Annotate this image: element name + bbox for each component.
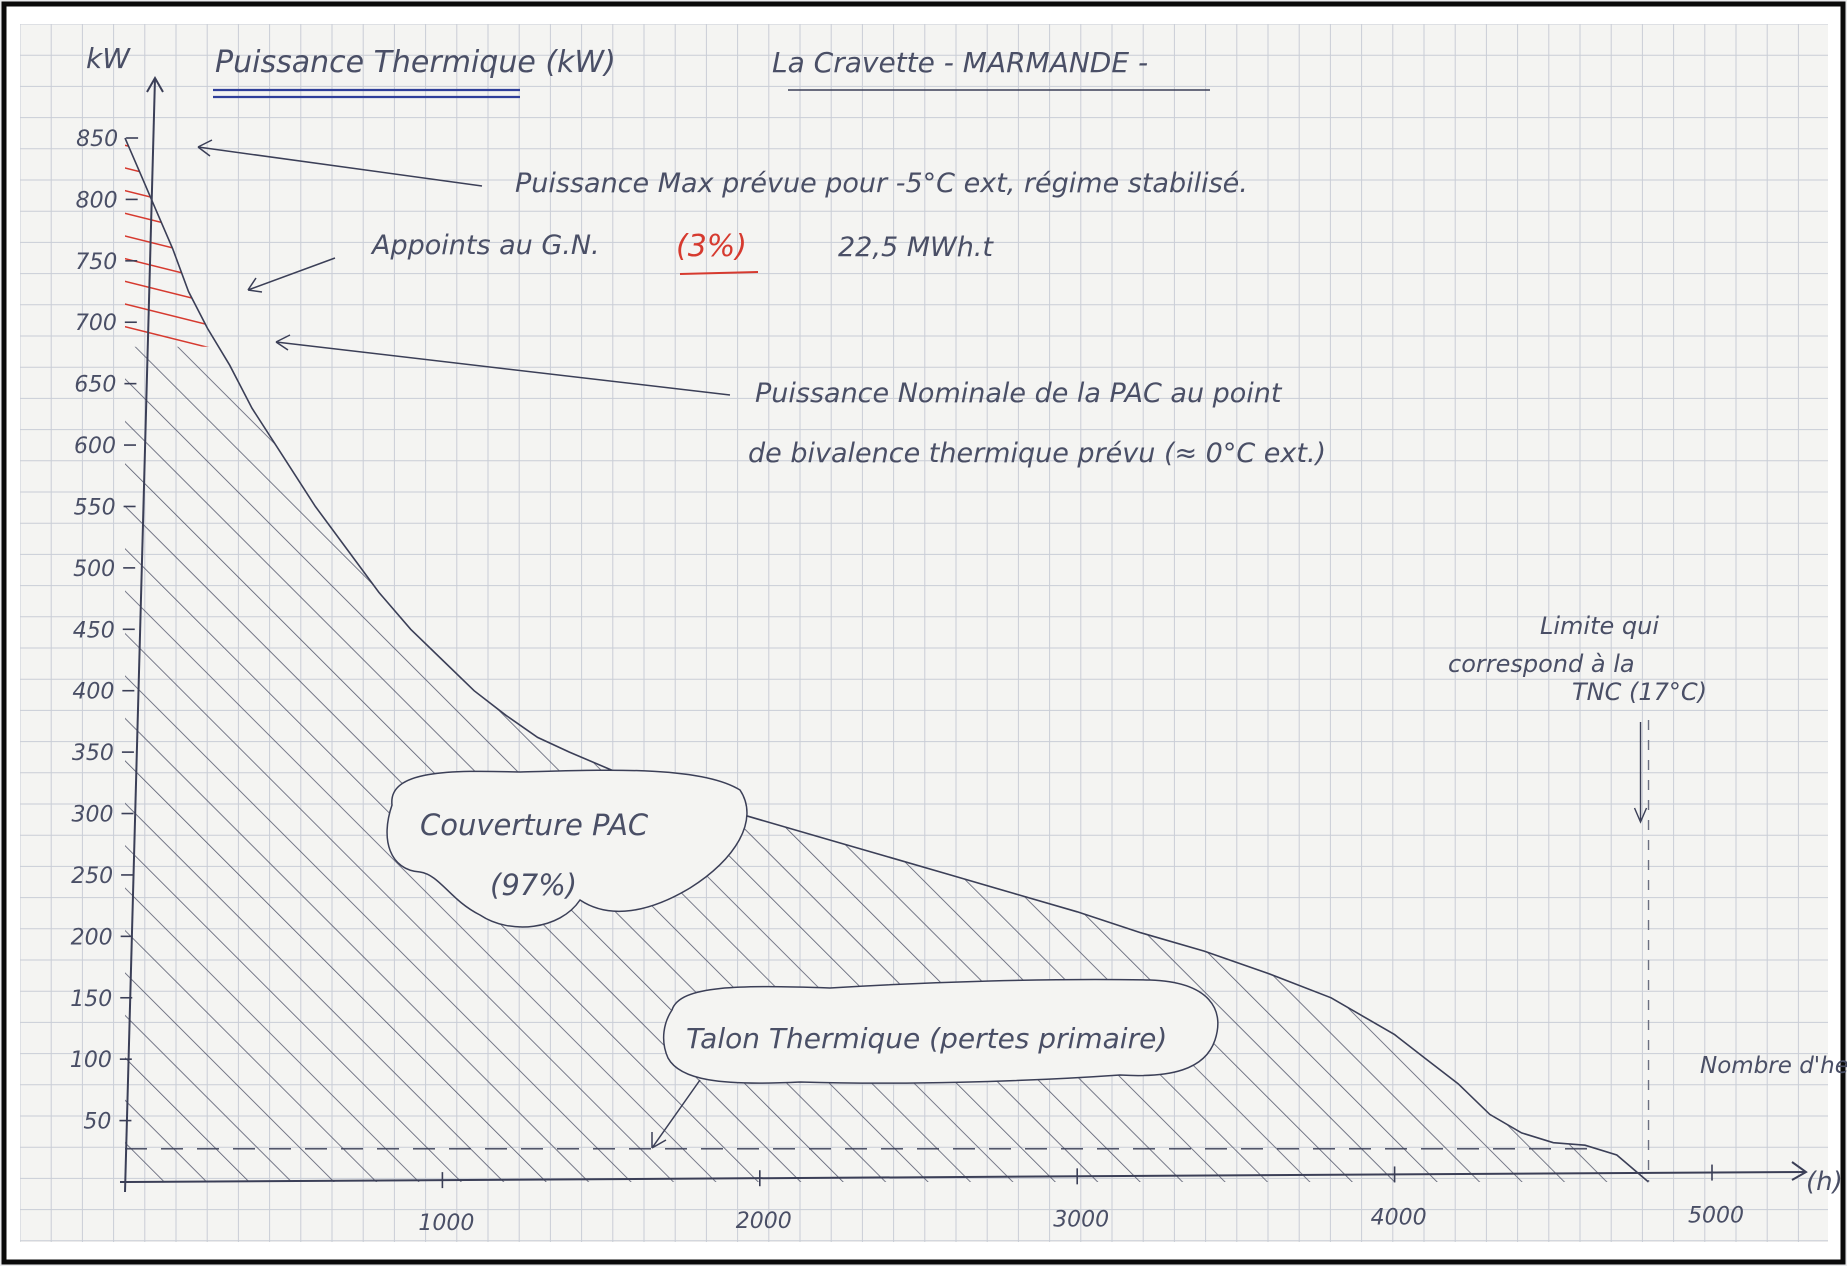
appoints-energy: 22,5 MWh.t (838, 232, 994, 263)
x-tick-label: 2000 (736, 1209, 792, 1234)
appoints-percent-underline (679, 271, 759, 275)
y-tick-label: 750 (75, 250, 117, 275)
x-tick-group: 1000 2000 3000 4000 5000 (418, 1164, 1744, 1236)
y-tick-group: 50 100 150 200 250 300 350 400 450 500 550 600 650 70… (70, 127, 139, 1135)
max-power-annotation: Puissance Max prévue pour -5°C ext, régi… (515, 168, 1248, 199)
y-tick-label: 300 (72, 803, 114, 828)
x-axis-arrow (1791, 1161, 1808, 1181)
tnc-limit-arrow (1633, 722, 1648, 824)
appoints-percent: (3%) (676, 229, 747, 264)
y-tick-label: 550 (74, 495, 116, 520)
chart-subtitle: La Cravette - MARMANDE - (772, 46, 1148, 79)
x-tick-label: 4000 (1371, 1205, 1427, 1230)
x-tick-label: 3000 (1053, 1207, 1109, 1232)
talon-label: Talon Thermique (pertes primaire) (686, 1022, 1167, 1055)
y-tick-label: 200 (71, 925, 113, 950)
nominal-annotation-line1: Puissance Nominale de la PAC au point (755, 378, 1283, 409)
nominal-annotation-line2: de bivalence thermique prévu (≈ 0°C ext.… (748, 438, 1326, 469)
appoints-arrow (247, 257, 336, 293)
y-tick-label: 350 (72, 741, 114, 766)
x-axis-caption: Nombre d'heures (1700, 1053, 1847, 1079)
y-tick-label: 100 (70, 1048, 112, 1073)
limit-annotation-line2: correspond à la (1448, 650, 1635, 678)
y-tick-label: 600 (74, 434, 116, 459)
limit-annotation-line1: Limite qui (1540, 612, 1659, 640)
y-tick-label: 400 (72, 680, 114, 705)
chart-title: Puissance Thermique (kW) (215, 45, 616, 80)
coverage-label-line2: (97%) (490, 868, 577, 902)
x-axis-unit: (h) (1806, 1167, 1843, 1197)
x-axis (119, 1171, 1807, 1183)
coverage-pac-area (125, 346, 1649, 1182)
y-tick-label: 850 (76, 127, 118, 152)
coverage-label-line1: Couverture PAC (420, 808, 649, 842)
limit-annotation-line3: TNC (17°C) (1572, 678, 1707, 706)
max-power-arrow (197, 139, 483, 187)
x-tick-label: 5000 (1688, 1204, 1744, 1229)
y-tick-label: 800 (76, 188, 118, 213)
y-tick-label: 450 (73, 618, 115, 643)
y-tick-label: 250 (71, 864, 113, 889)
x-tick-label: 1000 (418, 1211, 474, 1236)
talon-label-cloud (662, 978, 1219, 1084)
y-axis-arrow (146, 75, 164, 93)
appoints-annotation: Appoints au G.N. (370, 230, 600, 261)
nominal-arrow (275, 334, 731, 396)
talon-arrow (651, 1079, 701, 1149)
y-tick-label: 700 (75, 311, 117, 336)
y-tick-label: 650 (74, 373, 116, 398)
coverage-label-cloud (386, 769, 748, 928)
y-tick-label: 500 (73, 557, 115, 582)
y-axis-label: kW (86, 42, 131, 75)
y-tick-label: 50 (83, 1110, 111, 1135)
y-axis (124, 77, 156, 1193)
y-tick-label: 150 (70, 987, 112, 1012)
